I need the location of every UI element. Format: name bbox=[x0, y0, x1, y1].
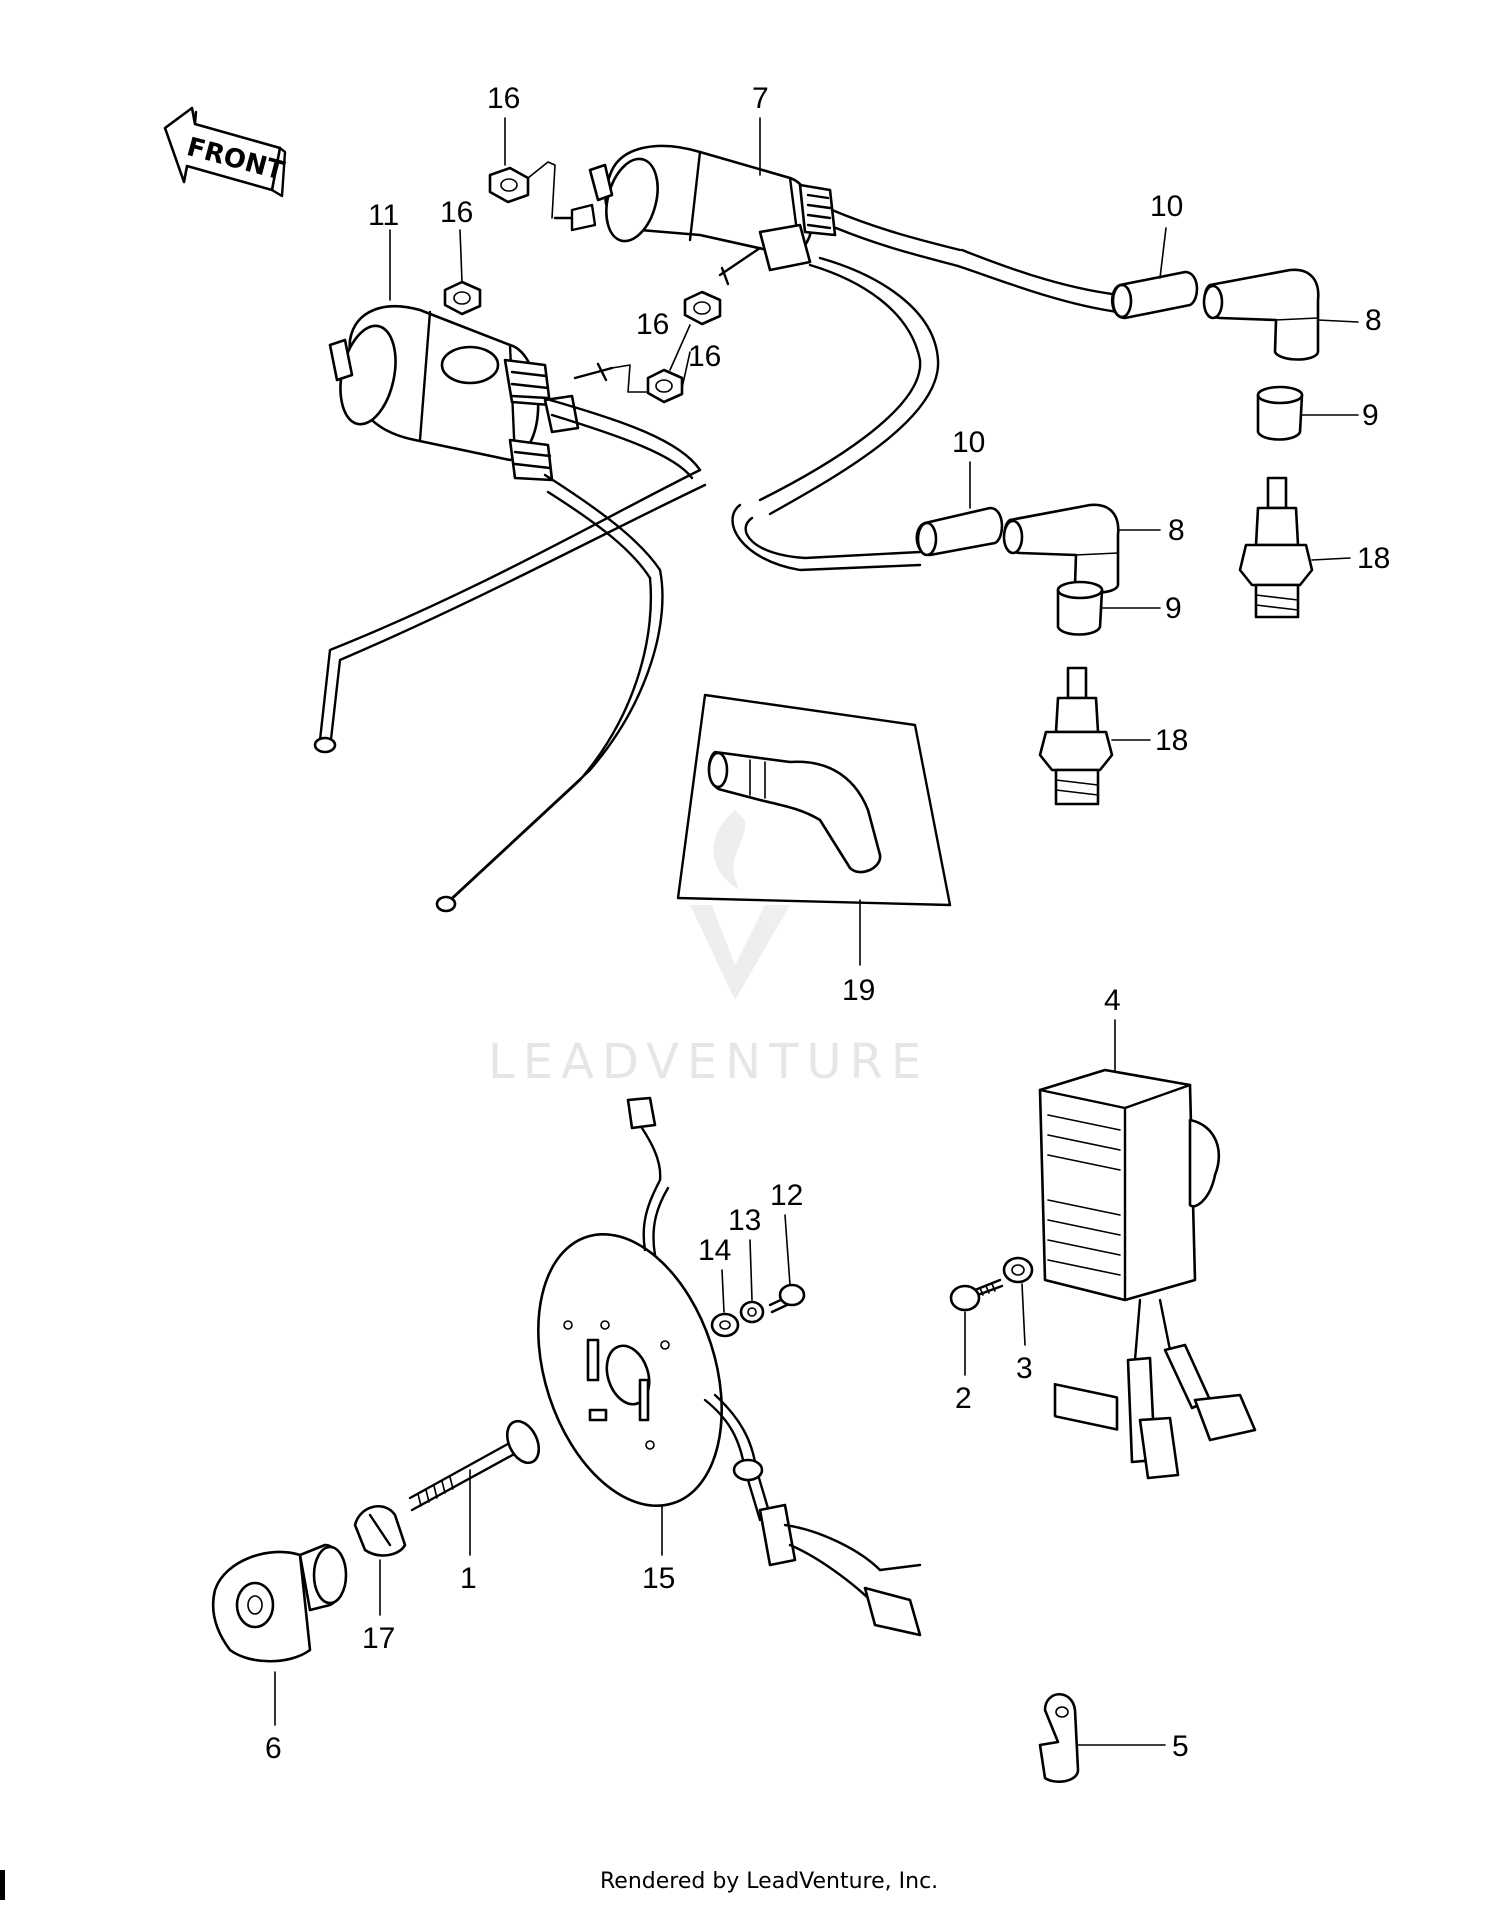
callout-2: 2 bbox=[955, 1382, 972, 1415]
screw-12 bbox=[768, 1283, 806, 1314]
bolt-2 bbox=[949, 1278, 1004, 1312]
callout-13: 13 bbox=[728, 1204, 761, 1237]
washer-14 bbox=[710, 1312, 740, 1338]
ignition-coil-11 bbox=[328, 305, 614, 482]
igniter-4 bbox=[1038, 1068, 1257, 1480]
callout-9: 9 bbox=[1165, 592, 1182, 625]
watermark-logo: LEADVENTURE bbox=[488, 810, 929, 1090]
callout-16: 16 bbox=[440, 196, 473, 229]
callout-9: 9 bbox=[1362, 399, 1379, 432]
washer-3 bbox=[1002, 1256, 1034, 1284]
callout-10: 10 bbox=[1150, 190, 1183, 223]
spark-plug-cap-8-a bbox=[1202, 268, 1320, 361]
spark-plug-cap-8-b bbox=[1002, 503, 1120, 594]
footer-text: Rendered by LeadVenture, Inc. bbox=[600, 1869, 938, 1894]
callout-5: 5 bbox=[1172, 1730, 1189, 1763]
leader-lines bbox=[274, 117, 1359, 1746]
bolt-1 bbox=[408, 1419, 541, 1512]
plug-cap-seal-9-b bbox=[1056, 580, 1104, 636]
watermark-text: LEADVENTURE bbox=[488, 1034, 929, 1090]
callout-16: 16 bbox=[688, 340, 721, 373]
front-arrow-icon: FRONT bbox=[163, 106, 288, 198]
callout-16: 16 bbox=[487, 82, 520, 115]
plug-cap-seal-9-a bbox=[1256, 385, 1304, 441]
callout-18: 18 bbox=[1155, 724, 1188, 757]
plug-cap-adapter-10-a bbox=[1111, 270, 1199, 320]
nut-16-d bbox=[611, 364, 684, 404]
callout-labels: 16 7 11 16 16 16 10 8 9 18 10 8 9 18 19 … bbox=[265, 82, 1390, 1765]
ignition-coil-7 bbox=[588, 144, 837, 286]
clamp-5 bbox=[1038, 1693, 1080, 1784]
callout-19: 19 bbox=[842, 974, 875, 1007]
callout-16: 16 bbox=[636, 308, 669, 341]
nut-16-c bbox=[683, 290, 722, 326]
callout-14: 14 bbox=[698, 1234, 731, 1267]
callout-17: 17 bbox=[362, 1622, 395, 1655]
plug-cap-assembly-19 bbox=[676, 693, 952, 907]
callout-3: 3 bbox=[1016, 1352, 1033, 1385]
callout-8: 8 bbox=[1365, 304, 1382, 337]
washer-13 bbox=[739, 1300, 765, 1324]
callout-15: 15 bbox=[642, 1562, 675, 1595]
callout-10: 10 bbox=[952, 426, 985, 459]
clip-17 bbox=[353, 1505, 407, 1557]
callout-12: 12 bbox=[770, 1179, 803, 1212]
callout-8: 8 bbox=[1168, 514, 1185, 547]
pickup-coil-plate-15 bbox=[537, 1096, 922, 1637]
callout-6: 6 bbox=[265, 1732, 282, 1765]
page-edge-mark bbox=[0, 1870, 5, 1900]
spark-plug-18-b bbox=[1038, 666, 1114, 806]
spark-plug-18-a bbox=[1238, 476, 1314, 619]
nut-16-a bbox=[488, 161, 597, 232]
callout-1: 1 bbox=[460, 1562, 477, 1595]
timing-advancer-6 bbox=[211, 1543, 348, 1663]
callout-11: 11 bbox=[368, 199, 399, 232]
callout-4: 4 bbox=[1104, 984, 1121, 1017]
plug-cap-adapter-10-b bbox=[915, 506, 1004, 557]
callout-18: 18 bbox=[1357, 542, 1390, 575]
callout-7: 7 bbox=[752, 82, 769, 115]
high-tension-leads bbox=[313, 208, 1122, 913]
nut-16-b bbox=[443, 280, 482, 316]
